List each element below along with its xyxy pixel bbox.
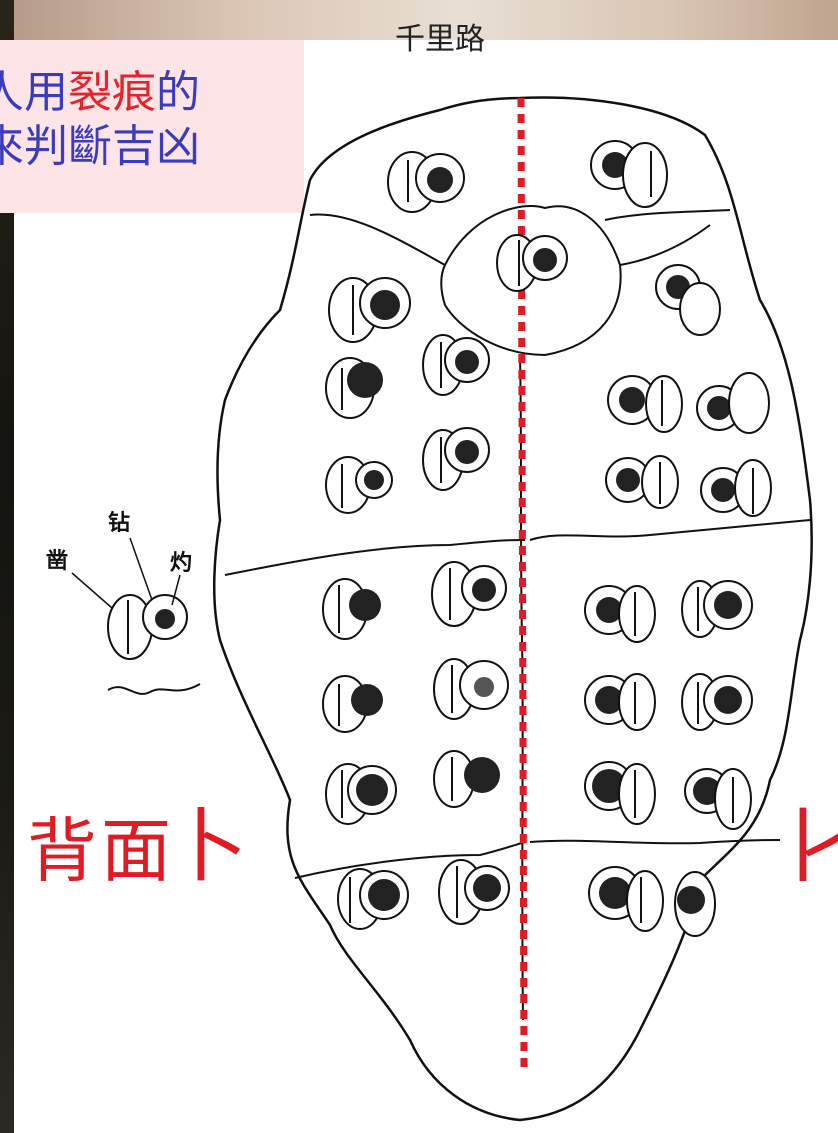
burn-mark (584, 585, 656, 643)
burn-mark (684, 768, 752, 830)
burn-mark (328, 277, 411, 343)
inset-detail: 凿 钻 灼 (46, 510, 201, 695)
caption-line-2: 來判斷吉凶 (0, 121, 200, 172)
inset-label-chisel: 凿 (46, 549, 68, 574)
seam-central (440, 204, 622, 357)
burn-mark (433, 750, 500, 808)
caption-text-a: 人用 (0, 67, 68, 118)
burn-mark (325, 456, 393, 514)
bu-glyph-right: 卜 (770, 790, 838, 906)
burn-mark (496, 234, 568, 292)
diagram-title: 千里路 (395, 22, 485, 57)
burn-mark (696, 372, 770, 434)
burn-mark (325, 357, 383, 419)
inset-label-burn: 灼 (170, 550, 192, 576)
burn-mark (422, 334, 490, 396)
caption-highlight: 裂痕 (68, 67, 156, 118)
burn-mark (605, 455, 679, 509)
seam-lower-right (529, 839, 781, 845)
caption-line-1: 人用裂痕的 (0, 66, 304, 120)
burn-mark (584, 673, 656, 731)
burn-mark (681, 673, 753, 731)
back-side-label: 背面 (27, 810, 175, 892)
burn-mark (655, 264, 721, 336)
burn-mark (325, 763, 397, 825)
burn-mark (322, 578, 381, 640)
burn-marks (322, 140, 772, 937)
seam-right-short (619, 224, 711, 266)
burn-mark (584, 761, 656, 825)
seam-upper-right (604, 209, 731, 221)
seam-upper-left (309, 213, 446, 266)
burn-mark (438, 859, 510, 925)
burn-mark (431, 561, 507, 627)
burn-mark (590, 140, 668, 208)
burn-mark (433, 658, 509, 720)
plastron-outline (212, 96, 813, 1122)
caption-box: 人用裂痕的 來判斷吉凶 (0, 40, 304, 213)
burn-mark (322, 675, 383, 733)
burn-mark (422, 427, 490, 491)
bu-glyph-left: 卜 (168, 800, 248, 893)
burn-mark (588, 866, 664, 932)
left-dark-strip (0, 0, 14, 1133)
burn-mark (387, 151, 465, 213)
caption-text-c: 的 (156, 67, 200, 118)
burn-mark (700, 459, 772, 517)
burn-mark (681, 580, 753, 638)
top-band (0, 0, 838, 40)
seam-lower-left (294, 841, 526, 879)
burn-mark (607, 375, 683, 433)
seam-mid-left (224, 539, 526, 576)
inset-label-drill: 钻 (108, 510, 130, 536)
burn-mark (674, 871, 716, 937)
burn-mark (337, 868, 409, 930)
seam-mid-right (529, 519, 811, 541)
